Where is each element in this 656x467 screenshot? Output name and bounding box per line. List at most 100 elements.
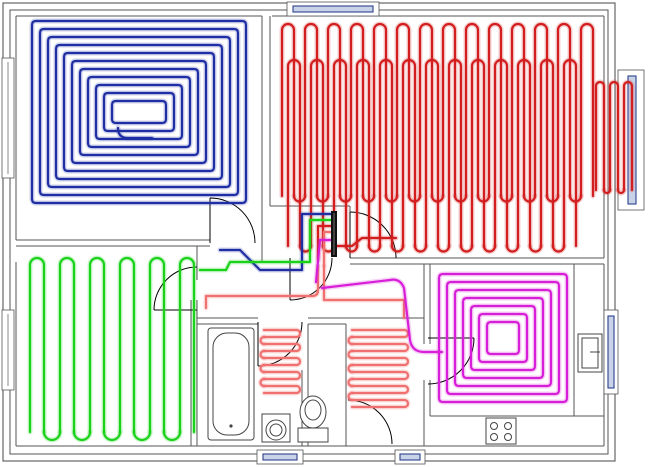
- pipe-ring: [110, 99, 168, 125]
- pipe-loop: [516, 58, 532, 248]
- pipe-ring: [46, 35, 232, 189]
- pipe-feed-glow: [321, 263, 407, 321]
- pipe-loop: [303, 22, 319, 198]
- pipe-loop: [88, 256, 106, 434]
- zone-bathroom-hall-pipe: [203, 263, 411, 410]
- kitchen-sink: [577, 333, 603, 373]
- pipe-ring: [453, 288, 553, 388]
- pipe-loop: [510, 22, 526, 198]
- pipe-feed: [335, 236, 398, 248]
- pipe-loop-glow: [27, 255, 47, 435]
- pipe-feed: [322, 264, 406, 320]
- zone-large-room-pipe: [279, 21, 635, 254]
- pipe-loop: [350, 328, 410, 339]
- pipe-loop-glow: [147, 255, 167, 435]
- pipe-loop: [395, 22, 411, 198]
- pipe-loop-glow: [177, 255, 197, 435]
- zone-living-pipe: [29, 18, 249, 206]
- pipe-loop: [539, 58, 555, 248]
- pipe-loop: [487, 22, 503, 198]
- pipe-loop: [309, 58, 325, 248]
- pipe-loop: [350, 398, 410, 409]
- zone-kitchen-pipe: [319, 271, 570, 405]
- pipe-loop: [178, 256, 196, 434]
- pipe-feed: [218, 212, 333, 272]
- pipe-loop: [378, 58, 394, 248]
- window-icon: [603, 309, 619, 395]
- pipe-loop-glow: [87, 255, 107, 435]
- pipe-bend: [162, 430, 182, 442]
- door-swing-icon: [153, 266, 198, 311]
- window-icon: [1, 57, 15, 179]
- pipe-ring: [86, 75, 192, 149]
- pipe-loop: [350, 342, 410, 353]
- pipe-loop: [447, 58, 463, 248]
- pipe-ring: [62, 51, 216, 173]
- pipe-loop: [608, 80, 620, 192]
- pipe-loop: [28, 256, 46, 434]
- pipe-loop: [372, 22, 388, 198]
- toilet: [297, 395, 329, 443]
- pipe-loop: [350, 370, 410, 381]
- pipe-bend: [459, 244, 474, 253]
- pipe-bend: [482, 244, 497, 253]
- pipe-feed: [320, 278, 444, 354]
- pipe-centre: [116, 126, 154, 140]
- pipe-loop: [441, 22, 457, 198]
- pipe-bend: [551, 244, 566, 253]
- pipe-loop: [262, 342, 302, 353]
- pipe-feed: [198, 218, 333, 272]
- pipe-ring: [445, 280, 561, 396]
- pipe-bend: [390, 244, 405, 253]
- pipe-loop: [556, 22, 572, 198]
- pipe-ring: [102, 91, 176, 133]
- pipe-loop: [350, 384, 410, 395]
- pipe-ring: [461, 296, 545, 380]
- pipe-bend: [367, 244, 382, 253]
- pipe-loop-glow: [57, 255, 77, 435]
- pipe-loop: [262, 370, 302, 381]
- pipe-loop-glow: [578, 21, 596, 199]
- pipe-feed: [322, 230, 333, 268]
- pipe-bend: [102, 430, 122, 442]
- pipe-loop: [594, 80, 606, 192]
- pipe-bend: [413, 244, 428, 253]
- manifold-feed-pipes: [197, 211, 399, 285]
- pipe-ring-glow: [460, 295, 546, 381]
- bathtub: [207, 327, 255, 441]
- pipe-ring: [94, 83, 184, 141]
- pipe-loop: [579, 22, 595, 198]
- pipe-loop: [262, 356, 302, 367]
- pipe-ring: [54, 43, 224, 181]
- pipe-ring-glow: [484, 319, 522, 357]
- pipe-loop: [280, 22, 296, 198]
- pipe-loop: [148, 256, 166, 434]
- pipe-bend: [72, 430, 92, 442]
- pipe-feed: [314, 238, 333, 284]
- door-swing-icon: [427, 337, 475, 385]
- window-icon: [1, 309, 15, 391]
- pipe-bend: [528, 244, 543, 253]
- pipe-ring: [485, 320, 521, 356]
- pipe-loop: [355, 58, 371, 248]
- doors: [153, 197, 475, 445]
- pipe-feed: [316, 224, 333, 262]
- pipe-loop: [424, 58, 440, 248]
- cooktop: [485, 417, 517, 445]
- pipe-loop: [349, 22, 365, 198]
- pipe-loop: [470, 58, 486, 248]
- pipe-feed: [204, 264, 320, 310]
- pipe-ring: [38, 27, 240, 197]
- pipe-ring: [78, 67, 200, 157]
- pipe-loop: [562, 58, 578, 248]
- pipe-ring-glow: [109, 98, 169, 126]
- pipe-loop: [350, 356, 410, 367]
- pipe-loop-glow: [593, 79, 607, 193]
- pipe-loop: [286, 58, 302, 248]
- zone-bedroom-pipe: [27, 255, 197, 443]
- pipe-loop-glow: [607, 79, 621, 193]
- pipe-loop: [493, 58, 509, 248]
- sink: [261, 413, 291, 443]
- pipe-loop: [332, 58, 348, 248]
